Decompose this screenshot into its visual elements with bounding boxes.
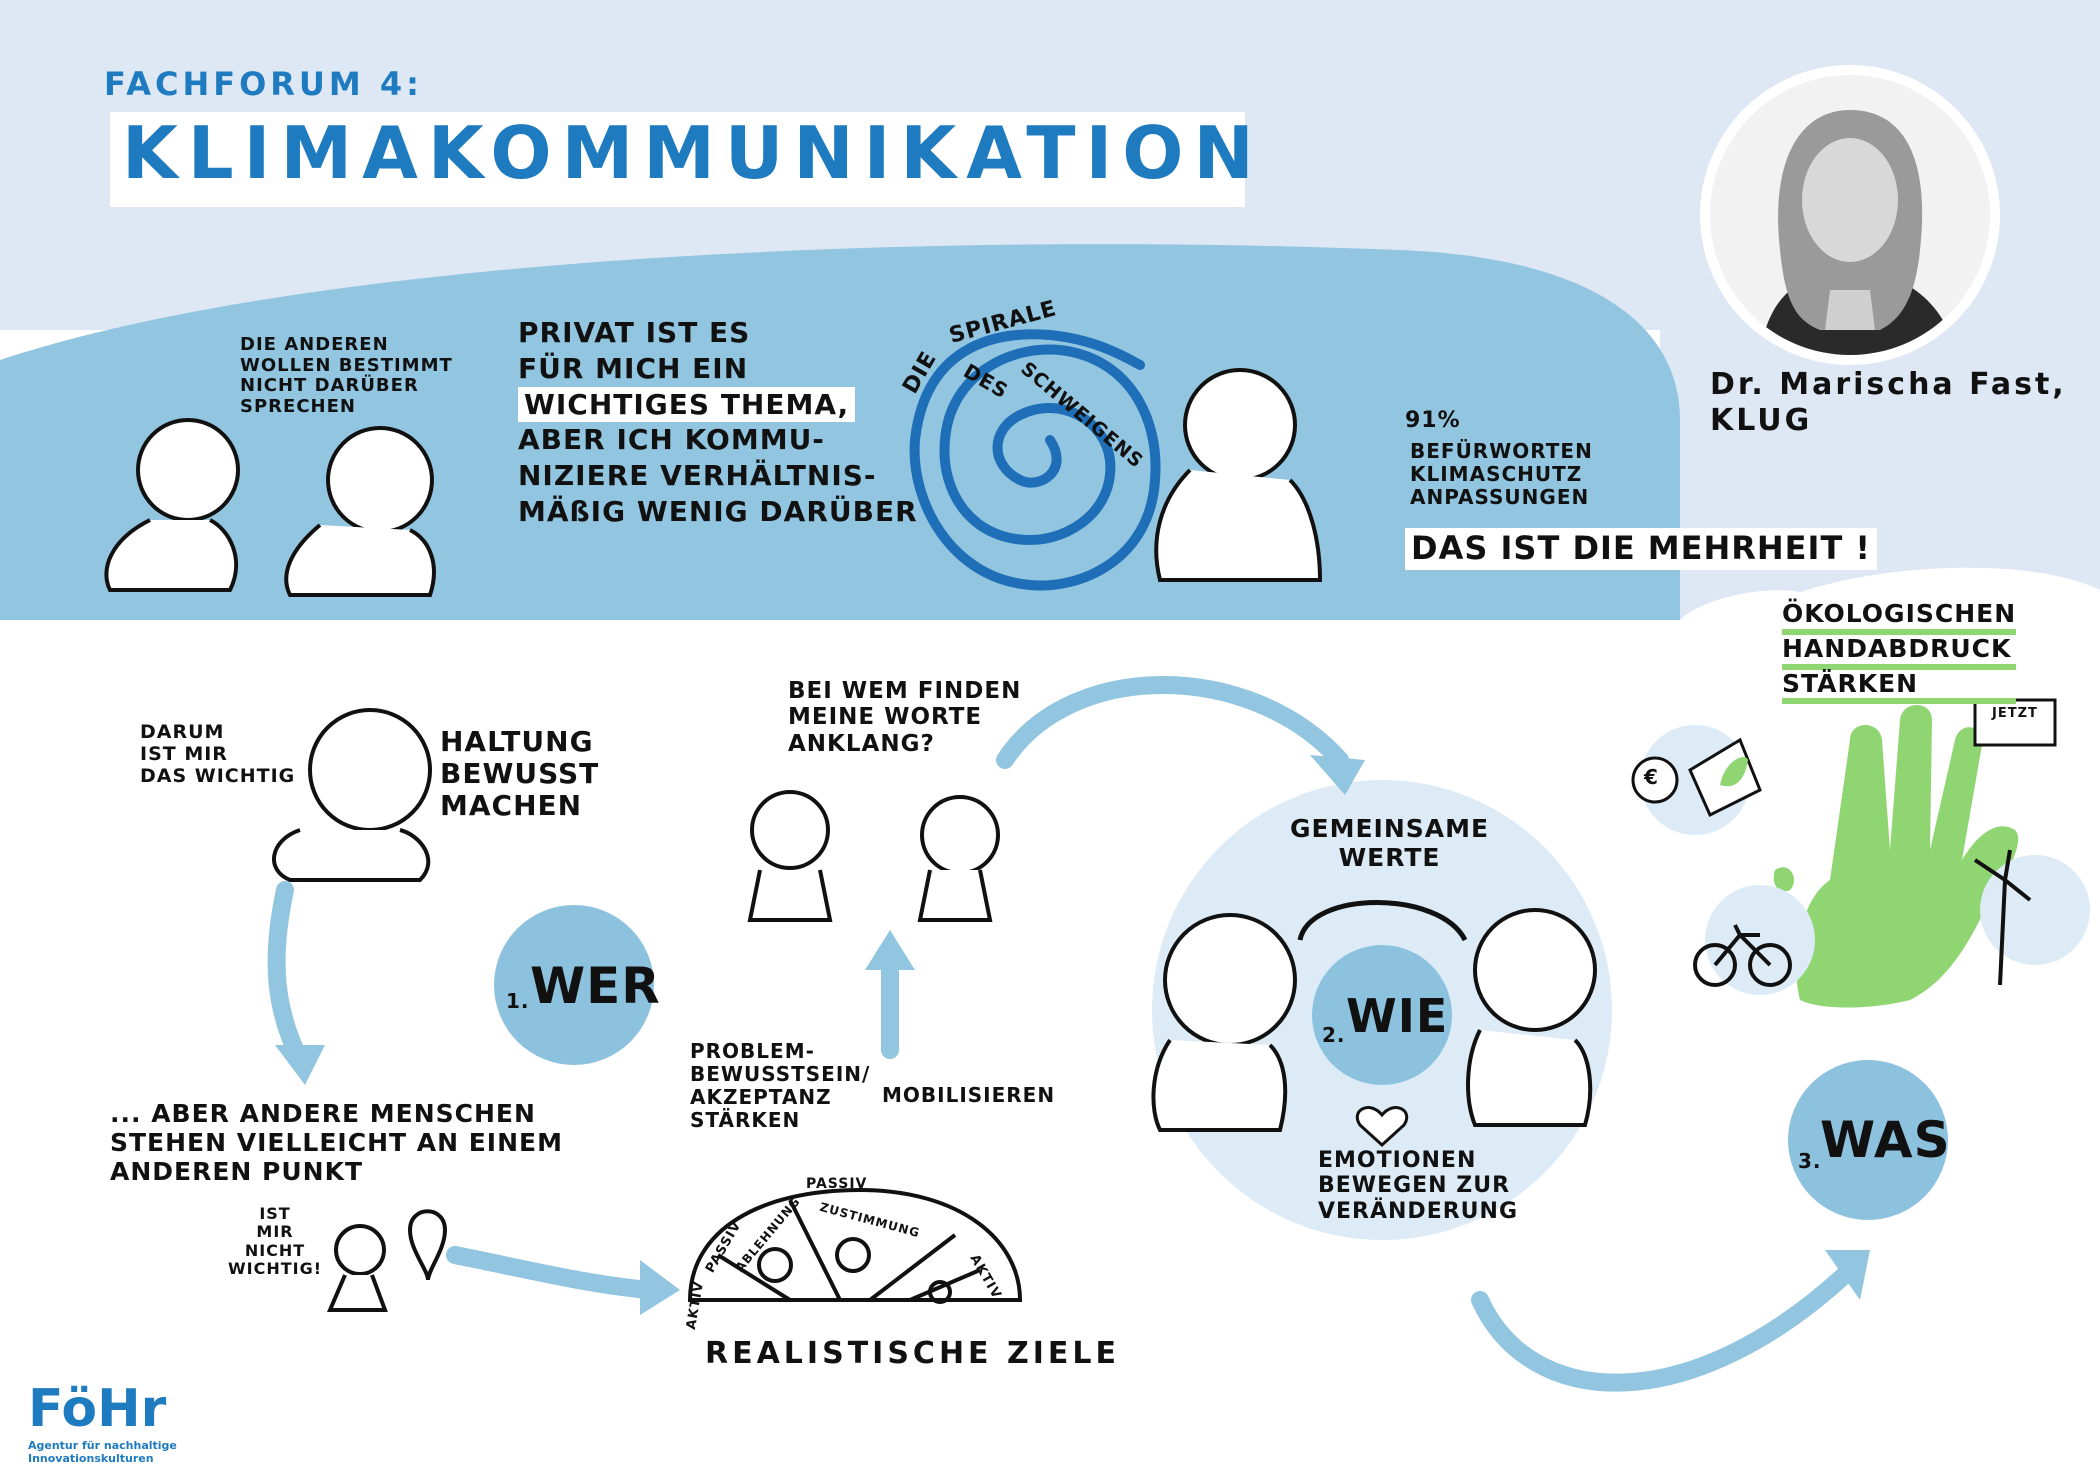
speaker-name: Dr. Marischa Fast, xyxy=(1710,367,2067,402)
hand-print xyxy=(1773,705,2019,1008)
stick-figures xyxy=(104,368,1597,1312)
arrow-down xyxy=(267,881,309,1069)
realistic-goals-caption: REALISTISCHE ZIELE xyxy=(705,1336,1121,1371)
was-number: 3. xyxy=(1798,1149,1822,1173)
was-label: WAS xyxy=(1820,1111,1951,1169)
spiral-graphic xyxy=(909,329,1161,591)
speaker-org: KLUG xyxy=(1710,403,1813,438)
bicycle-icon xyxy=(1693,924,1792,987)
arrow-curve-top xyxy=(996,676,1349,769)
header-title: KLIMAKOMMUNIKATION xyxy=(122,111,1264,195)
wind-turbine-icon xyxy=(1973,849,2032,986)
bike-bubble xyxy=(1705,885,1815,995)
wie-number: 2. xyxy=(1322,1023,1346,1047)
wer-number: 1. xyxy=(506,989,530,1013)
location-pin-icon xyxy=(407,1209,448,1281)
arrow-curve-bottom xyxy=(1471,1261,1859,1392)
arrow-right xyxy=(446,1246,659,1299)
gauge-passiv-top: PASSIV xyxy=(806,1176,868,1192)
euro-coin-icon xyxy=(1631,756,1679,804)
stat-percent: 91% xyxy=(1405,408,1461,433)
mobilize-note: MOBILISIEREN xyxy=(882,1083,1056,1107)
bridge-icon xyxy=(1297,900,1468,942)
title-box xyxy=(110,112,1245,207)
protest-sign-text: JETZT xyxy=(1992,706,2038,721)
foehr-logo: FöHr xyxy=(28,1379,167,1439)
heart-icon xyxy=(1356,1106,1408,1148)
goal-gauge xyxy=(687,1187,1023,1304)
speaker-photo xyxy=(1710,75,1990,355)
protest-sign-icon xyxy=(1973,698,2057,747)
wie-label: WIE xyxy=(1346,989,1449,1043)
was-circle xyxy=(1788,1060,1948,1220)
euro-symbol: € xyxy=(1644,765,1659,789)
wie-circle xyxy=(1312,945,1452,1085)
leaf-icon xyxy=(1720,757,1748,787)
wer-label: WER xyxy=(530,957,661,1015)
windmill-bubble xyxy=(1980,855,2090,965)
wer-circle xyxy=(494,905,654,1065)
header-subtitle: FACHFORUM 4: xyxy=(104,65,423,103)
